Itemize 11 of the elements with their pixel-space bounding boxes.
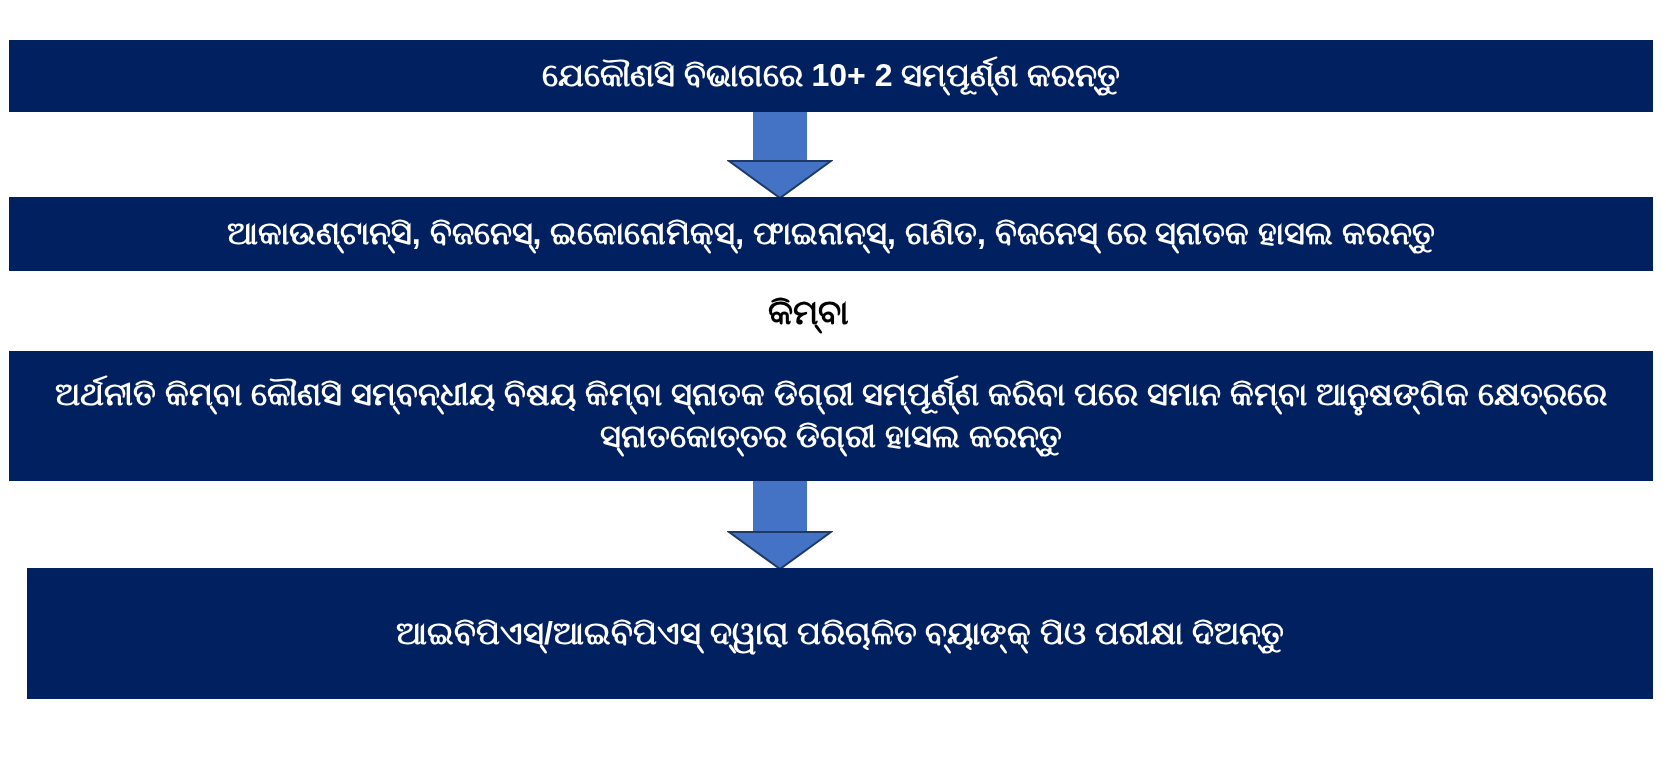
block-arrow xyxy=(728,481,832,570)
step-text: ଅର୍ଥନୀତି କିମ୍ବା କୌଣସି ସମ୍ବନ୍ଧୀୟ ବିଷୟ କିମ୍ବା ସ୍ନାତକ ଡିଗ୍ରୀ ସମ୍ପୂର୍ଣ୍ଣ କରିବା ପରେ ସମାନ କିମ୍ବା ଆନୁଷଙ୍ଗିକ କ୍ଷେତ୍ରରେ ସ୍ନାତକୋତ୍ତର ଡିଗ୍ରୀ ହାସଲ କରନ୍ତୁ xyxy=(29,374,1633,458)
process-box xyxy=(9,40,1653,112)
process-box xyxy=(9,351,1653,481)
step-text: ଆଇବିପିଏସ୍/ଆଇବିପିଏସ୍ ଦ୍ୱାରା ପରିଚାଳିତ ବ୍ୟାଙ୍କ୍ ପିଓ ପରୀକ୍ଷା ଦିଅନ୍ତୁ xyxy=(395,612,1285,655)
step-text: ଆକାଉଣ୍ଟାନ୍ସି, ବିଜନେସ୍, ଇକୋନୋମିକ୍ସ୍, ଫାଇନାନ୍ସ୍, ଗଣିତ, ବିଜନେସ୍ ରେ ସ୍ନାତକ ହାସଲ କରନ୍ତୁ xyxy=(226,214,1436,255)
process-box xyxy=(9,197,1653,271)
block-arrow xyxy=(728,112,832,199)
process-box xyxy=(27,568,1653,699)
connector-word: କିମ୍ବା xyxy=(708,293,908,333)
step-text: ଯେକୌଣସି ବିଭାଗରେ 10+ 2 ସମ୍ପୂର୍ଣ୍ଣ କରନ୍ତୁ xyxy=(541,55,1121,97)
